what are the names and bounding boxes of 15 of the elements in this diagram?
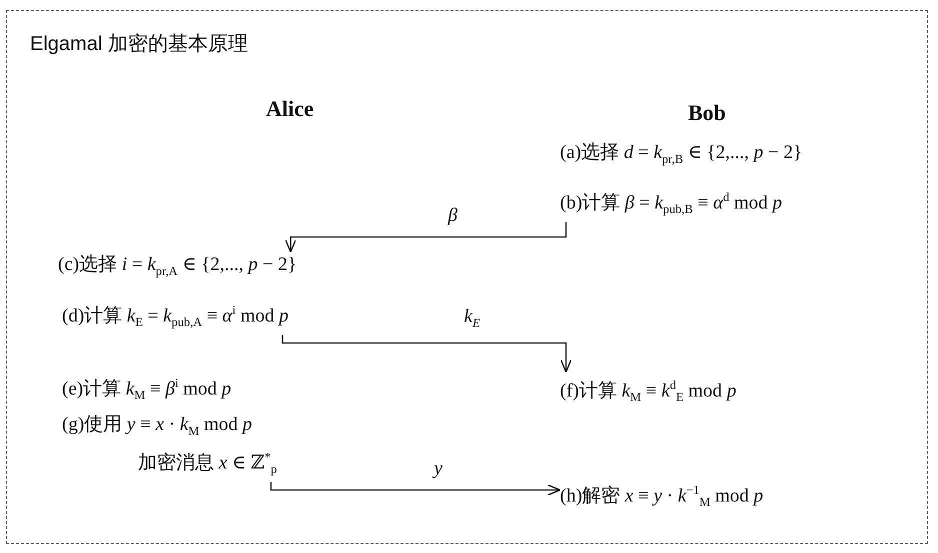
party-name: Bob (688, 100, 726, 126)
title: Elgamal 加密的基本原理 (30, 32, 248, 57)
formula-text: (a)选择 d = k$_{pr,B}$ ∈ {2,..., p − 2} (560, 141, 802, 168)
party-name: Alice (266, 96, 314, 122)
formula-text: (f)计算 k$_{M}$ ≡ k$^{d}$$_{E}$ mod p (560, 377, 736, 406)
edge-label: β (446, 205, 460, 227)
arrow (282, 335, 572, 373)
formula-text: (h)解密 x ≡ y · k$^{−1}$$_{M}$ mod p (560, 482, 764, 512)
formula-text: (e)计算 k$_{M}$ ≡ β$^{i}$ mod p (62, 375, 232, 404)
arrow (284, 222, 567, 253)
formula-text: (c)选择 i = k$_{pr,A}$ ∈ {2,..., p − 2} (58, 253, 297, 280)
formula-text: (g)使用 y ≡ x · k$_{M}$ mod p (62, 413, 252, 440)
formula-text: (d)计算 k$_{E}$ = k$_{pub,A}$ ≡ α$^{i}$ mod p (62, 302, 288, 332)
formula-text: (b)计算 β = k$_{pub,B}$ ≡ α$^{d}$ mod p (560, 189, 782, 218)
arrow (270, 482, 561, 496)
